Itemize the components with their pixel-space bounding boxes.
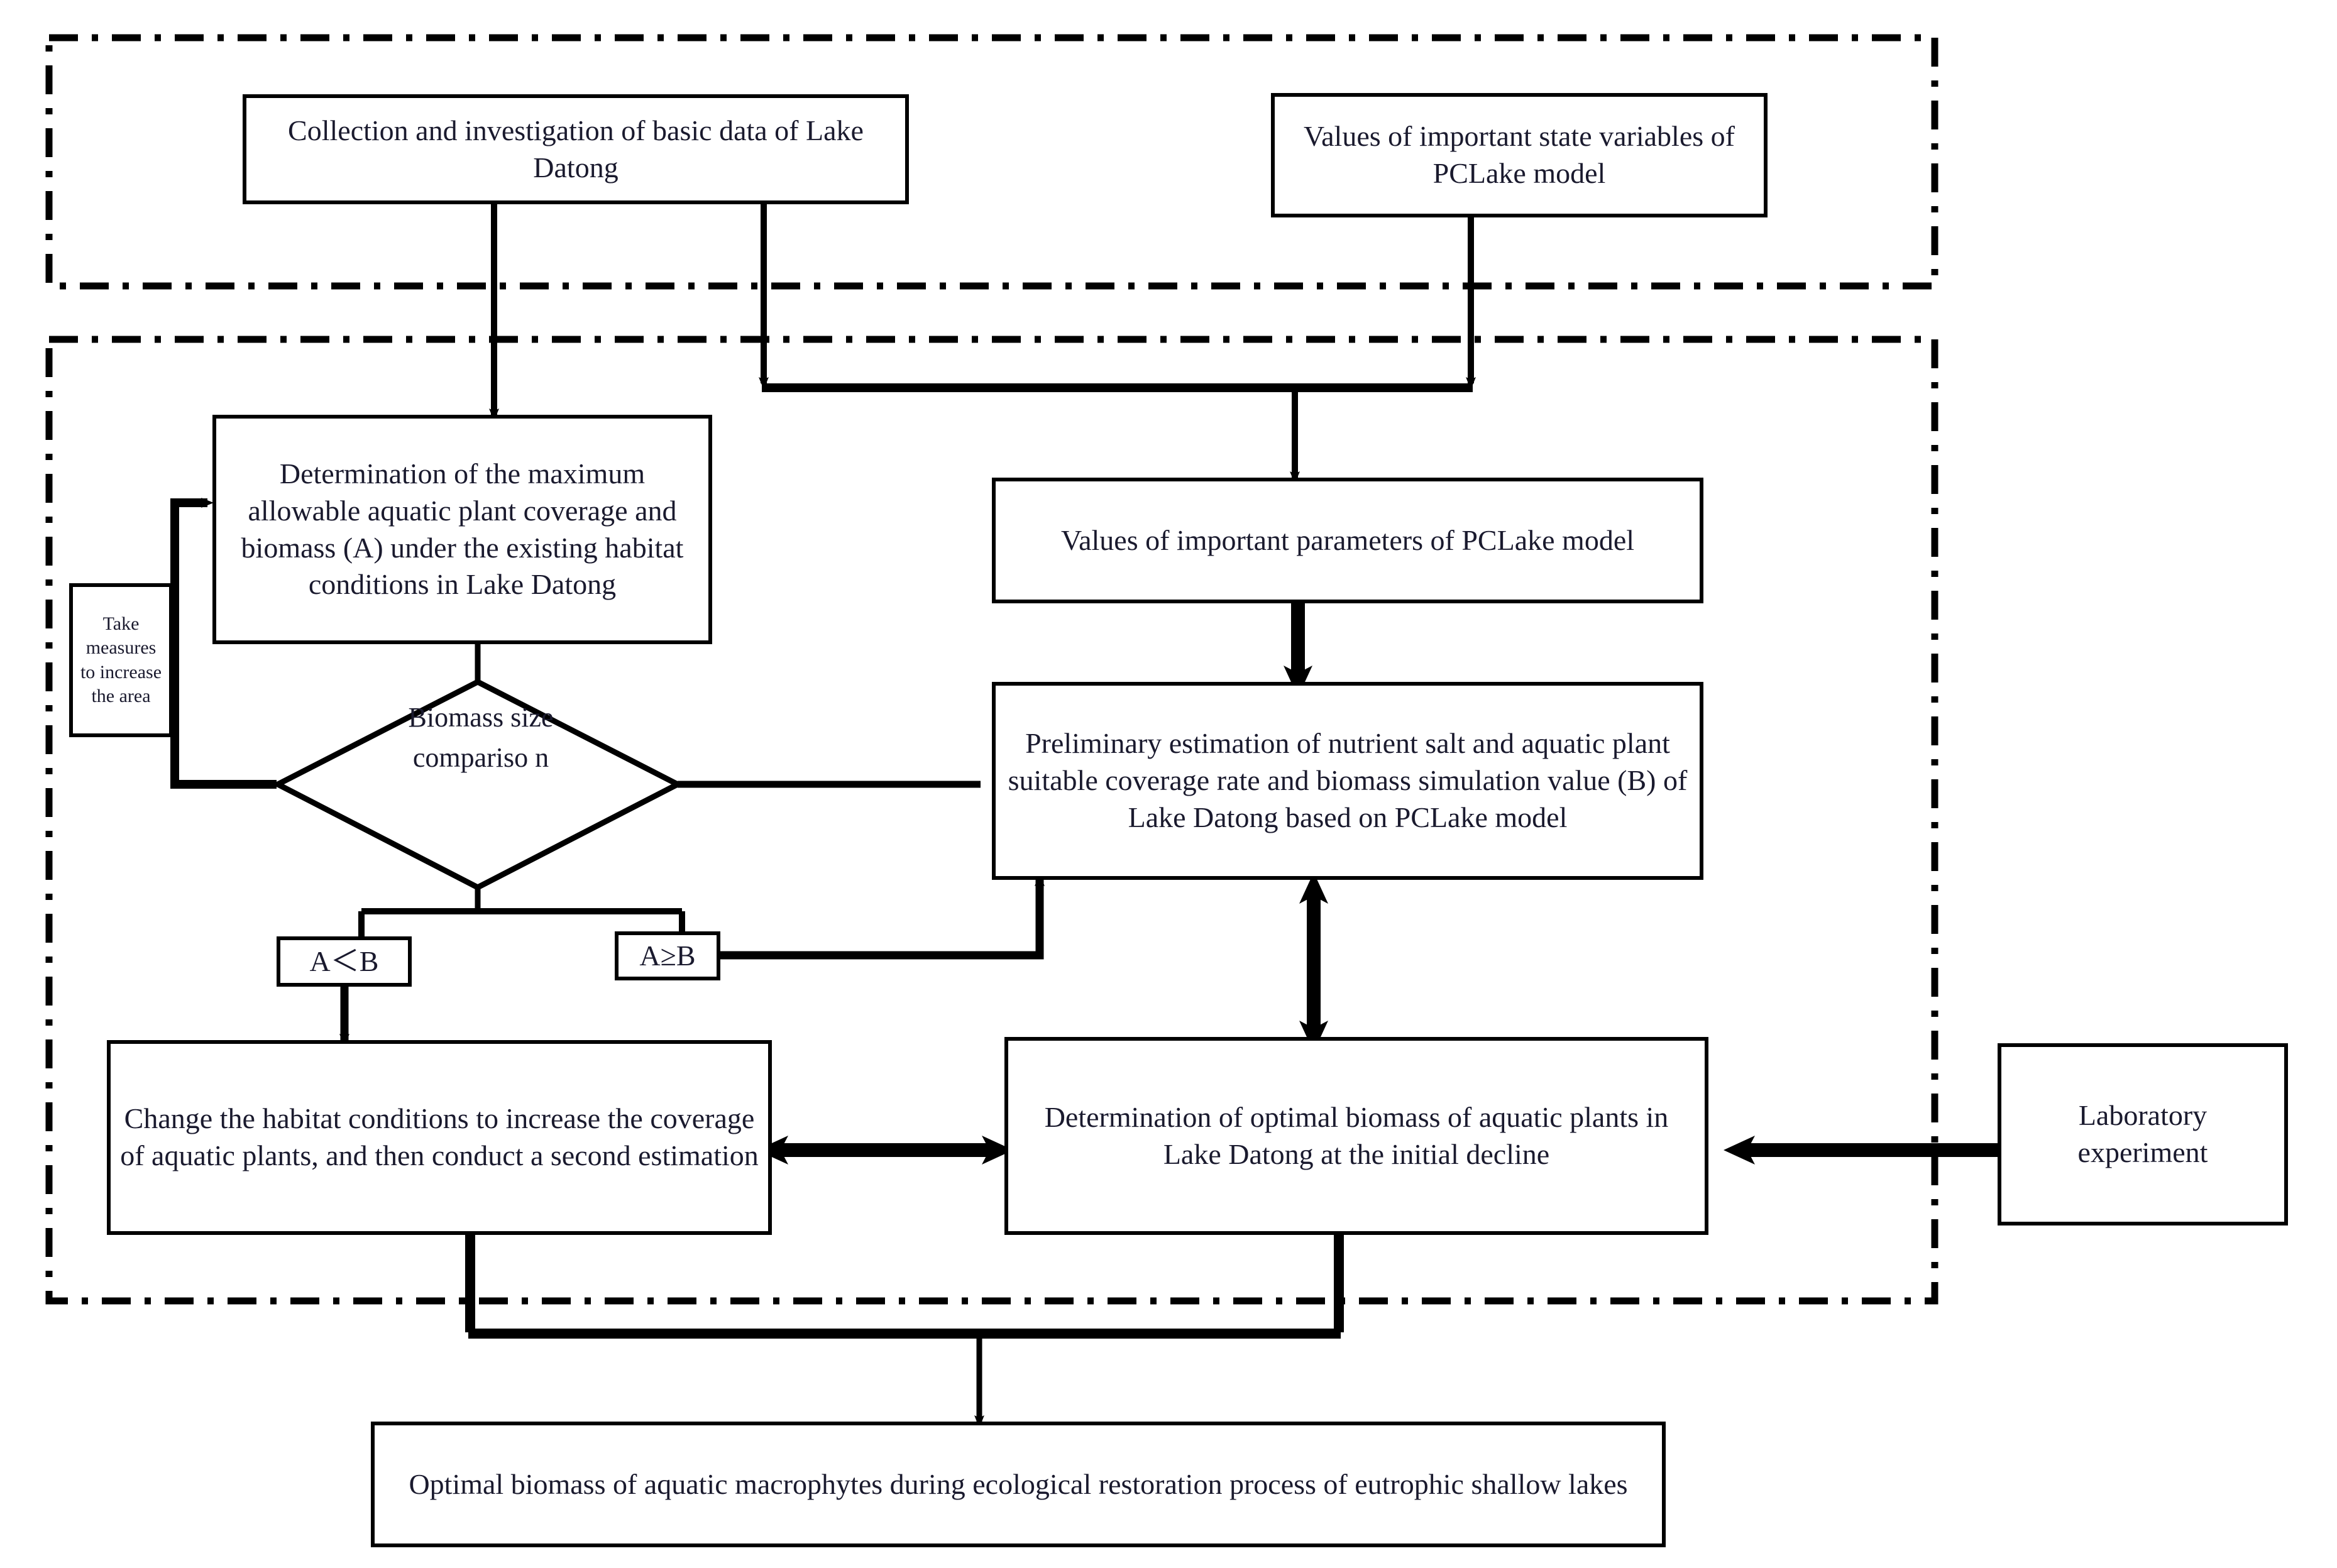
node-change-habitat[interactable]: Change the habitat conditions to increas… [107,1040,772,1235]
edge-agreater-to-preliminary [720,874,1045,960]
node-collection-label: Collection and investigation of basic da… [288,114,864,184]
node-determination-max[interactable]: Determination of the maximum allowable a… [212,415,712,644]
node-preliminary-estimation-label: Preliminary estimation of nutrient salt … [1008,727,1688,833]
node-state-variables-label: Values of important state variables of P… [1304,120,1735,189]
group-frame-top [45,34,1938,290]
diamond-biomass-comparison [272,678,684,891]
node-a-less-b[interactable]: A＜B [277,936,412,987]
edge-diamond-feedback-loop [170,498,277,789]
node-take-measures-label: Take measures to increase the area [80,613,162,706]
node-a-ge-b-label: A≥B [639,939,696,972]
node-determination-max-label: Determination of the maximum allowable a… [241,457,684,601]
node-parameters[interactable]: Values of important parameters of PCLake… [992,478,1703,603]
node-a-less-b-label: A＜B [309,945,379,977]
node-parameters-label: Values of important parameters of PCLake… [1060,524,1635,556]
node-final-output[interactable]: Optimal biomass of aquatic macrophytes d… [371,1422,1666,1547]
node-take-measures[interactable]: Take measures to increase the area [69,583,173,737]
node-state-variables[interactable]: Values of important state variables of P… [1271,93,1768,217]
node-preliminary-estimation[interactable]: Preliminary estimation of nutrient salt … [992,682,1703,880]
node-optimal-determination[interactable]: Determination of optimal biomass of aqua… [1004,1037,1708,1235]
node-change-habitat-label: Change the habitat conditions to increas… [120,1102,759,1171]
node-final-output-label: Optimal biomass of aquatic macrophytes d… [409,1467,1628,1500]
group-frame-middle [45,336,1938,1305]
node-a-ge-b[interactable]: A≥B [615,931,720,980]
node-optimal-determination-label: Determination of optimal biomass of aqua… [1044,1100,1669,1170]
node-laboratory-label: Laboratory experiment [2077,1099,2208,1168]
node-laboratory[interactable]: Laboratory experiment [1998,1043,2288,1225]
node-collection[interactable]: Collection and investigation of basic da… [243,94,909,204]
